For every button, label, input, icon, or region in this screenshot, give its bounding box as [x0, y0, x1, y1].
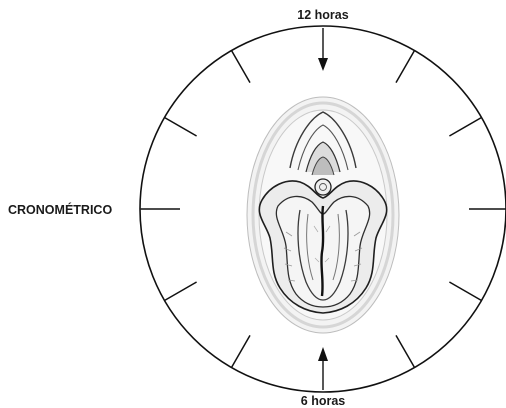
bottom-arrow: [318, 347, 328, 390]
hour-tick-8: [165, 282, 197, 301]
label-6-horas: 6 horas: [301, 394, 346, 408]
hour-tick-1: [396, 51, 415, 83]
hour-tick-4: [449, 282, 481, 301]
hour-tick-7: [232, 335, 251, 367]
label-12-horas: 12 horas: [297, 8, 348, 22]
hour-tick-5: [396, 335, 415, 367]
hour-tick-2: [449, 118, 481, 137]
hour-tick-10: [165, 118, 197, 137]
hour-tick-11: [232, 51, 251, 83]
top-arrow: [318, 28, 328, 71]
anatomical-drawing: [247, 97, 399, 333]
label-cronometrico: CRONOMÉTRICO: [8, 202, 112, 217]
